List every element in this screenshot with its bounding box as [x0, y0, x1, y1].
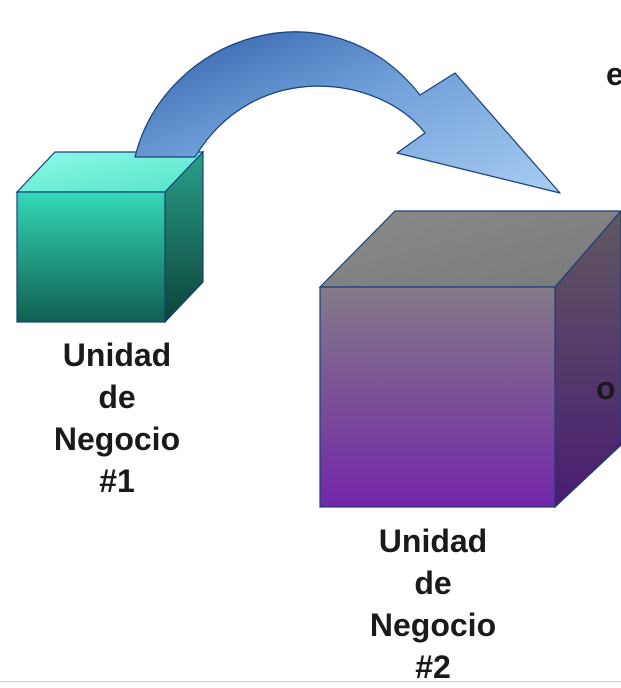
cube-1-front-face [16, 191, 166, 323]
unit-1-label-line3: Negocio [53, 421, 181, 457]
unit-2-label-line1: Unidad [378, 523, 488, 559]
transfer-arrow [134, 31, 561, 194]
unit-1-label-line1: Unidad [62, 337, 172, 373]
cube-unit-1 [15, 150, 205, 324]
unit-2-label: Unidad de Negocio #2 [352, 520, 514, 688]
unit-1-label-line2: de [98, 379, 136, 415]
cropped-text-fragment-top: e [606, 56, 621, 92]
unit-2-label-line2: de [414, 565, 452, 601]
cube-unit-2 [318, 210, 621, 509]
unit-1-label-line4: #1 [99, 463, 135, 499]
cropped-text-fragment-mid: o [596, 370, 616, 406]
bottom-divider [0, 681, 621, 682]
unit-2-label-line3: Negocio [369, 607, 497, 643]
unit-1-label: Unidad de Negocio #1 [36, 334, 198, 502]
unit-2-label-line4: #2 [415, 649, 451, 685]
cube-2-front-face [319, 286, 556, 508]
